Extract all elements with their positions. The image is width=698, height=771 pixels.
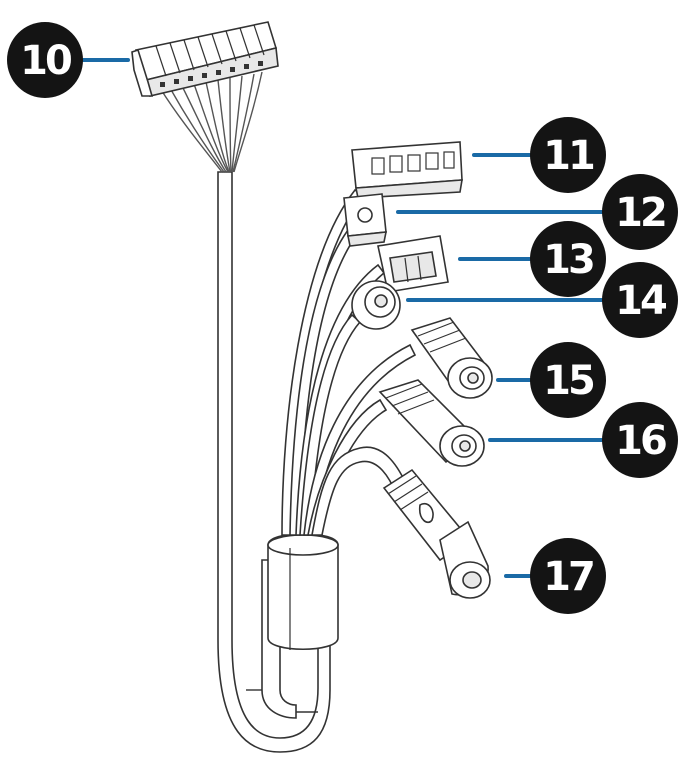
callout-label-11: 11: [543, 133, 594, 179]
connector-11-terminal: [351, 141, 463, 199]
connector-10-terminal-block: [131, 21, 279, 173]
callout-label-15: 15: [543, 358, 594, 404]
callout-label-17: 17: [543, 554, 593, 600]
callout-label-10: 10: [20, 38, 71, 84]
callout-badge-13: 13: [530, 221, 606, 297]
connector-14-dc-jack: [351, 280, 401, 330]
connector-13-plug: [377, 235, 449, 293]
callout-badge-14: 14: [602, 262, 678, 338]
callout-badge-11: 11: [530, 117, 606, 193]
connector-12-reset-button: [343, 193, 387, 247]
callout-label-13: 13: [543, 237, 593, 283]
callout-badge-17: 17: [530, 538, 606, 614]
breakout-cables: [281, 188, 417, 536]
callout-badge-10: 10: [7, 22, 83, 98]
callout-label-12: 12: [615, 190, 665, 236]
callout-badge-16: 16: [602, 402, 678, 478]
callout-badge-15: 15: [530, 342, 606, 418]
callout-leaders: [80, 58, 606, 578]
callout-badge-12: 12: [602, 174, 678, 250]
connector-17-bnc: [382, 468, 491, 599]
connector-16-rca: [378, 379, 485, 467]
connector-15-rca: [410, 317, 493, 399]
callout-label-14: 14: [615, 278, 666, 324]
callout-label-16: 16: [615, 418, 666, 464]
ferrite-core: [267, 532, 339, 651]
